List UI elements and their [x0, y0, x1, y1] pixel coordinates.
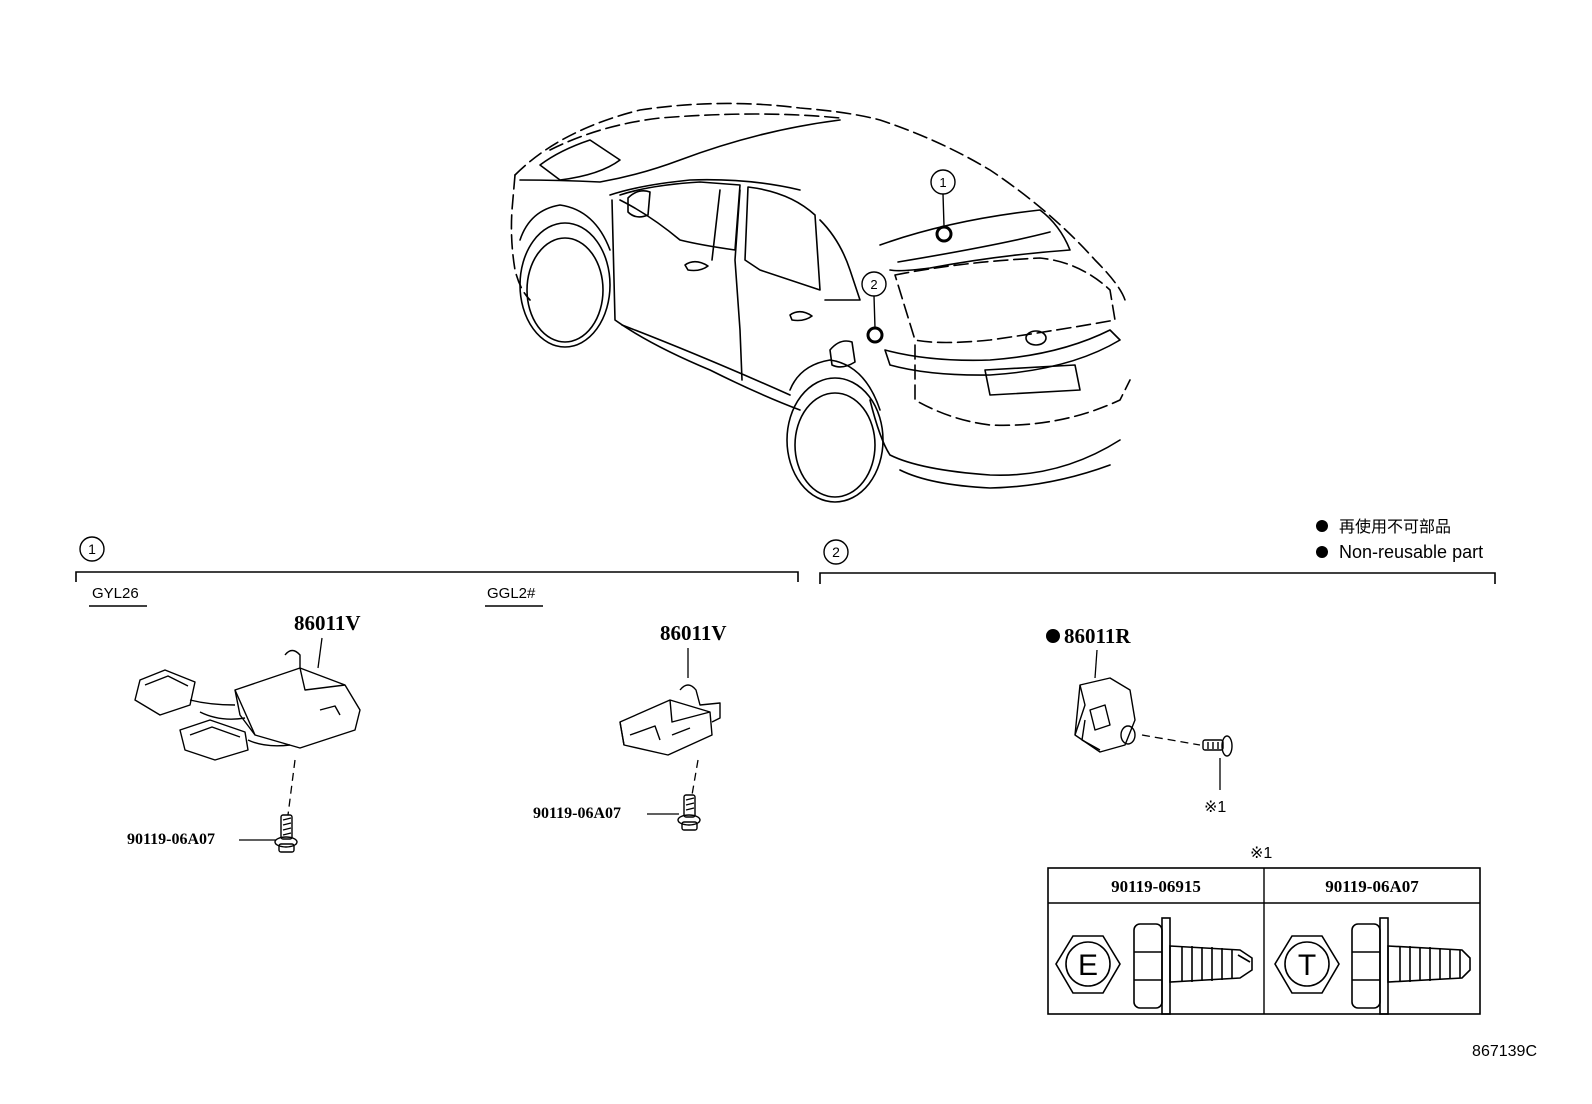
bolt-side-e-icon: [1133, 917, 1253, 1015]
variant-b-model: GGL2#: [487, 585, 536, 602]
section-1-bracket: [75, 571, 799, 582]
sensor-module-c-drawing: [1074, 677, 1136, 753]
callout-2-label: 2: [870, 277, 877, 292]
section-2-note-mark: ※1: [1204, 799, 1226, 816]
legend-en: Non-reusable part: [1339, 542, 1483, 562]
variant-a-bolt-number: 90119-06A07: [127, 831, 215, 848]
legend: 再使用不可部品 Non-reusable part: [1316, 518, 1483, 562]
section-1-number: 1: [88, 541, 96, 557]
vehicle-illustration: [510, 102, 1131, 503]
sensor-module-b-drawing: [619, 684, 721, 756]
section-1: 1 GYL26 86011V 90119-06A0: [75, 536, 799, 853]
section-2-bracket: [819, 572, 1496, 584]
variant-b-part-number: 86011V: [660, 621, 727, 645]
callout-2-marker: 2: [861, 271, 887, 344]
variant-a-part-number: 86011V: [294, 611, 361, 635]
bolt-head-t-letter: T: [1298, 949, 1316, 982]
bolt-head-e-icon: E: [1055, 935, 1121, 994]
bolt-reference-table: ※1 90119-06915 90119-06A07 E T: [1047, 845, 1481, 1015]
non-reusable-dot-icon: [1046, 629, 1060, 643]
legend-dot-icon: [1316, 520, 1328, 532]
bolt-c-icon: [1202, 735, 1233, 757]
section-2-part-number: 86011R: [1064, 624, 1131, 648]
sensor-module-a-drawing: [134, 649, 361, 761]
callout-1-label: 1: [939, 175, 946, 190]
section-2-number: 2: [832, 544, 840, 560]
section-2: 2 86011R ※1: [819, 539, 1496, 816]
legend-dot-icon: [1316, 546, 1328, 558]
bolt-a-icon: [274, 814, 298, 853]
bolt-head-t-icon: T: [1274, 935, 1340, 994]
variant-a-model: GYL26: [92, 585, 139, 602]
table-header-col1: 90119-06915: [1111, 877, 1201, 896]
bolt-b-icon: [677, 794, 701, 831]
note-table-mark: ※1: [1250, 845, 1272, 862]
bolt-side-t-icon: [1351, 917, 1471, 1015]
callout-1-marker: 1: [930, 169, 956, 243]
table-header-col2: 90119-06A07: [1325, 877, 1419, 896]
bolt-head-e-letter: E: [1078, 949, 1098, 982]
diagram-id: 867139C: [1472, 1043, 1537, 1060]
legend-ja: 再使用不可部品: [1339, 518, 1451, 536]
variant-b-bolt-number: 90119-06A07: [533, 805, 621, 822]
